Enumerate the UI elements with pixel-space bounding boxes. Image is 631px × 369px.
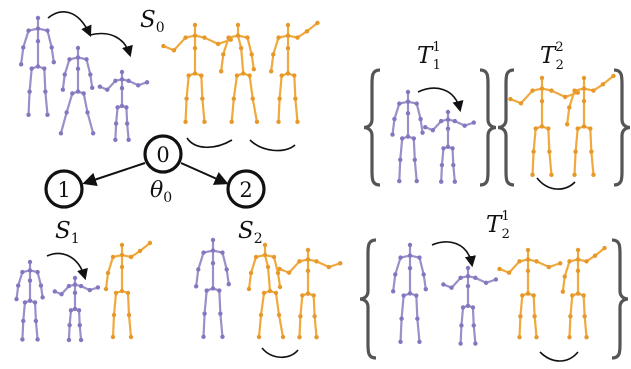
skeleton-figure bbox=[18, 15, 56, 118]
decision-tree: 0 1 2 θ0 bbox=[44, 134, 266, 209]
tree-node-right-id: 2 bbox=[239, 178, 252, 202]
tree-node-right bbox=[226, 169, 266, 209]
motion-arrow bbox=[249, 139, 296, 152]
skeleton-figure bbox=[218, 22, 260, 125]
skeleton-figure bbox=[246, 242, 286, 340]
skeleton-figure bbox=[508, 75, 580, 178]
motion-arrow bbox=[417, 87, 464, 113]
brace-right bbox=[613, 68, 631, 187]
motion-arrow bbox=[47, 11, 92, 38]
skeleton-figure bbox=[423, 109, 476, 184]
tree-node-left-id: 1 bbox=[57, 178, 70, 202]
set-label-s2: S2 bbox=[238, 218, 263, 247]
tree-edge-left bbox=[82, 162, 146, 187]
motion-arrow bbox=[539, 351, 579, 362]
tree-node-root bbox=[143, 134, 183, 174]
skeleton-figure bbox=[441, 265, 499, 346]
skeleton-figure bbox=[390, 242, 428, 345]
brace-left bbox=[359, 238, 377, 360]
brace-right bbox=[611, 238, 629, 360]
skeleton-figure bbox=[193, 237, 231, 340]
skeleton-figure bbox=[52, 275, 101, 343]
group-braces bbox=[359, 68, 631, 360]
motion-arrow bbox=[261, 347, 299, 359]
skeleton-figures bbox=[14, 15, 616, 346]
brace-left bbox=[497, 68, 515, 187]
brace-left bbox=[363, 68, 381, 187]
motion-arrow bbox=[431, 241, 476, 268]
set-label-s0: S0 bbox=[140, 7, 165, 36]
tree-node-left bbox=[44, 169, 84, 209]
skeleton-figure bbox=[14, 259, 45, 342]
skeleton-figure bbox=[497, 247, 563, 340]
tree-edge-right bbox=[180, 162, 229, 185]
motion-arrow bbox=[46, 252, 88, 281]
skeleton-figure bbox=[277, 247, 343, 340]
param-label: θ0 bbox=[150, 178, 172, 206]
skeleton-figure bbox=[564, 73, 616, 178]
brace-right bbox=[479, 68, 497, 187]
skeleton-figure bbox=[560, 245, 607, 340]
tree-node-root-id: 0 bbox=[156, 143, 169, 167]
motion-arrows bbox=[46, 11, 579, 362]
motion-arrow bbox=[89, 32, 133, 58]
set-label-s1: S1 bbox=[55, 218, 80, 247]
skeleton-figure bbox=[97, 69, 150, 142]
skeleton-figure bbox=[58, 45, 96, 136]
skeleton-figure bbox=[268, 20, 320, 125]
skeleton-figure bbox=[390, 89, 425, 184]
skeleton-figure bbox=[103, 240, 153, 340]
motion-arrow bbox=[186, 137, 233, 149]
motion-arrow bbox=[536, 177, 576, 190]
skeleton-figure bbox=[161, 22, 233, 125]
